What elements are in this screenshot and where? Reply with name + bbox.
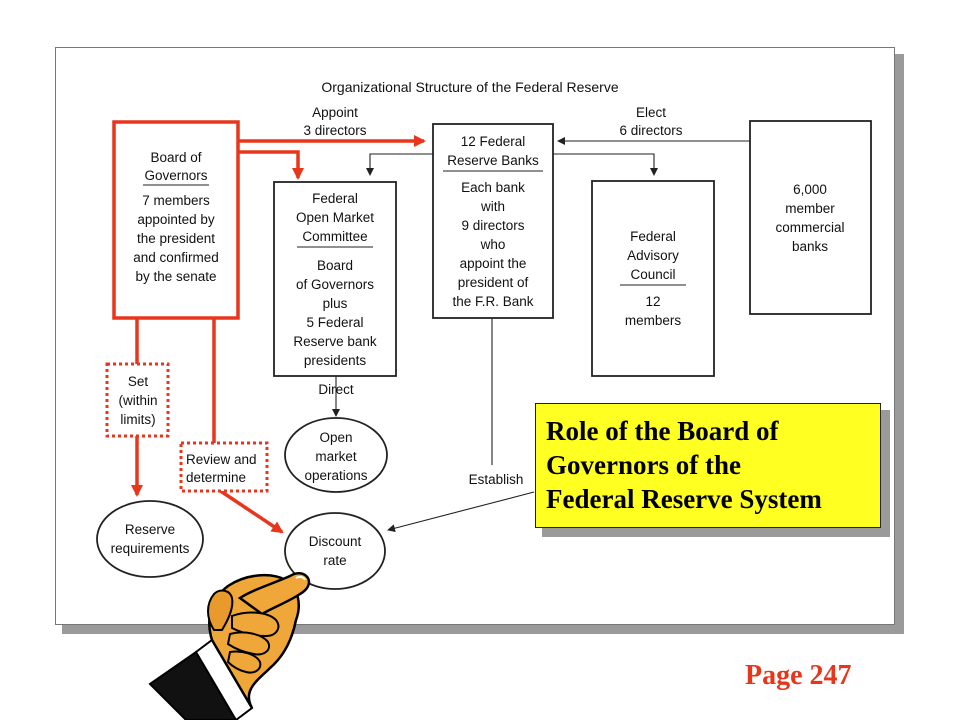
connector-labels: Appoint 3 directors Elect 6 directors Di… bbox=[303, 105, 682, 487]
elect-label-line1: Elect bbox=[636, 105, 666, 120]
board-body-line3: the president bbox=[137, 231, 215, 246]
board-title-line2: Governors bbox=[144, 168, 207, 183]
member-body-line2: member bbox=[785, 201, 835, 216]
banks-to-council-arrow bbox=[553, 153, 658, 176]
member-body-line3: commercial bbox=[775, 220, 844, 235]
fomc-title-line1: Federal bbox=[312, 191, 358, 206]
banks-body-line6: president of bbox=[458, 275, 529, 290]
fomc-body-line5: Reserve bank bbox=[293, 334, 377, 349]
review-arrow bbox=[218, 488, 284, 534]
banks-body-line7: the F.R. Bank bbox=[452, 294, 533, 309]
reserve-requirements-oval: Reserve requirements bbox=[96, 500, 204, 578]
review-and-determine-label: Review and determine bbox=[179, 441, 269, 493]
banks-title-line2: Reserve Banks bbox=[447, 153, 539, 168]
open-market-line3: operations bbox=[304, 468, 367, 483]
set-label-line2: (within bbox=[118, 393, 157, 408]
discount-line1: Discount bbox=[309, 534, 362, 549]
open-market-operations-oval: Open market operations bbox=[284, 417, 388, 493]
appoint-label-line1: Appoint bbox=[312, 105, 358, 120]
council-title-line3: Council bbox=[630, 267, 675, 282]
council-body-line1: 12 bbox=[645, 294, 660, 309]
diagram-title: Organizational Structure of the Federal … bbox=[321, 79, 618, 95]
fomc-body-line3: plus bbox=[323, 296, 348, 311]
establish-arrow bbox=[387, 491, 535, 533]
council-title-line1: Federal bbox=[630, 229, 676, 244]
fomc-body-line4: 5 Federal bbox=[306, 315, 363, 330]
board-body-line5: by the senate bbox=[135, 269, 216, 284]
board-to-fomc-arrow bbox=[238, 150, 304, 180]
fomc-body-line1: Board bbox=[317, 258, 353, 273]
banks-body-line1: Each bank bbox=[461, 180, 525, 195]
establish-label: Establish bbox=[469, 472, 524, 487]
page-number: Page 247 bbox=[745, 660, 852, 691]
open-market-line2: market bbox=[315, 449, 357, 464]
banks-to-fomc-arrow bbox=[366, 153, 433, 176]
discount-rate-oval: Discount rate bbox=[284, 512, 386, 590]
member-body-line1: 6,000 bbox=[793, 182, 827, 197]
set-label-line3: limits) bbox=[120, 412, 155, 427]
banks-body-line5: appoint the bbox=[460, 256, 527, 271]
elect-label-line2: 6 directors bbox=[619, 123, 682, 138]
set-within-limits-label: Set (within limits) bbox=[105, 362, 170, 438]
banks-body-line2: with bbox=[480, 199, 505, 214]
fomc-box: Federal Open Market Committee Board of G… bbox=[273, 181, 397, 377]
advisory-council-box: Federal Advisory Council 12 members bbox=[591, 180, 715, 377]
banks-body-line3: 9 directors bbox=[461, 218, 524, 233]
board-title-line1: Board of bbox=[150, 150, 201, 165]
board-of-governors-box: Board of Governors 7 members appointed b… bbox=[112, 120, 240, 320]
board-body-line4: and confirmed bbox=[133, 250, 219, 265]
fomc-body-line2: of Governors bbox=[296, 277, 374, 292]
member-banks-box: 6,000 member commercial banks bbox=[749, 120, 872, 315]
reserve-line1: Reserve bbox=[125, 522, 175, 537]
review-label-line1: Review and bbox=[186, 452, 257, 467]
discount-line2: rate bbox=[323, 553, 346, 568]
fomc-body-line6: presidents bbox=[304, 353, 367, 368]
member-body-line4: banks bbox=[792, 239, 828, 254]
reserve-banks-box: 12 Federal Reserve Banks Each bank with … bbox=[432, 123, 554, 319]
council-title-line2: Advisory bbox=[627, 248, 679, 263]
council-body-line2: members bbox=[625, 313, 682, 328]
review-label-line2: determine bbox=[186, 470, 246, 485]
fomc-title-line2: Open Market bbox=[296, 210, 374, 225]
callout-line2: Governors of the bbox=[546, 450, 741, 480]
direct-label: Direct bbox=[318, 382, 354, 397]
callout-line3: Federal Reserve System bbox=[546, 484, 822, 514]
banks-body-line4: who bbox=[480, 237, 506, 252]
callout-box: Role of the Board of Governors of the Fe… bbox=[535, 403, 881, 528]
open-market-line1: Open bbox=[319, 430, 352, 445]
board-body-line2: appointed by bbox=[137, 212, 215, 227]
highlight-connectors bbox=[131, 135, 426, 534]
callout-line1: Role of the Board of bbox=[546, 416, 779, 446]
connectors bbox=[332, 137, 750, 533]
fomc-title-line3: Committee bbox=[302, 229, 367, 244]
banks-title-line1: 12 Federal bbox=[461, 134, 526, 149]
set-label-line1: Set bbox=[128, 374, 149, 389]
appoint-label-line2: 3 directors bbox=[303, 123, 366, 138]
reserve-line2: requirements bbox=[111, 541, 190, 556]
board-body-line1: 7 members bbox=[142, 193, 210, 208]
